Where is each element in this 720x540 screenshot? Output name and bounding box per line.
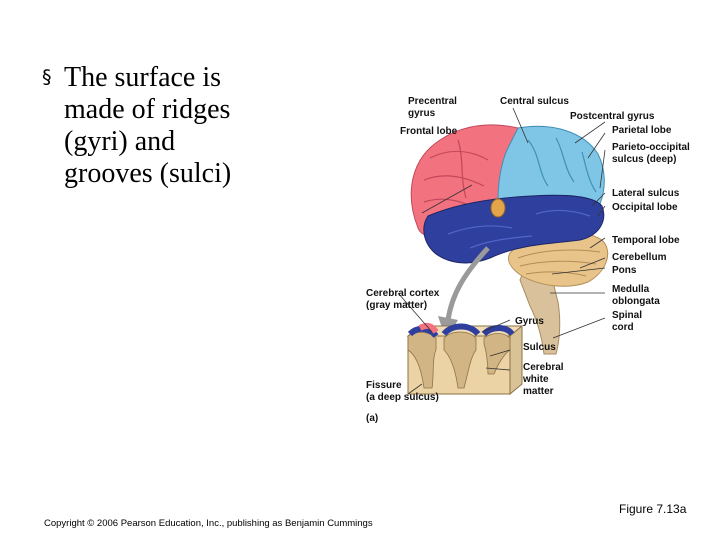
label-cerebral-white-matter: Cerebral white matter [523,362,564,398]
label-cerebral-cortex: Cerebral cortex (gray matter) [366,288,439,312]
label-parieto-occipital-line2: sulcus (deep) [612,154,677,165]
label-parietal-lobe: Parietal lobe [612,125,672,136]
label-lateral-sulcus: Lateral sulcus [612,188,680,199]
label-temporal-lobe: Temporal lobe [612,235,680,246]
label-fissure: Fissure (a deep sulcus) [366,380,439,404]
label-frontal-lobe: Frontal lobe [400,126,458,137]
label-panel-a: (a) [366,413,379,424]
label-medulla-line1: Medulla [612,284,650,295]
label-pons: Pons [612,265,637,276]
label-gyrus: Gyrus [515,316,544,327]
label-spinal-cord: Spinal cord [612,310,642,334]
copyright-notice: Copyright © 2006 Pearson Education, Inc.… [44,518,373,529]
label-fissure-line1: Fissure [366,380,402,391]
bullet-line-3: (gyri) and [64,126,176,157]
bullet-item: § The surface is made of ridges (gyri) a… [42,62,292,190]
label-white-matter-line3: matter [523,386,554,397]
bullet-line-2: made of ridges [64,94,231,125]
bullet-line-4: grooves (sulci) [64,158,232,189]
arrow-shaft [445,246,490,321]
label-cerebral-cortex-line1: Cerebral cortex [366,288,440,299]
brain-illustration [397,107,609,396]
bullet-marker: § [42,66,52,88]
label-parieto-occipital-sulcus: Parieto-occipital sulcus (deep) [612,142,690,166]
label-cerebellum: Cerebellum [612,252,667,263]
label-white-matter-line2: white [523,374,549,385]
label-white-matter-line1: Cerebral [523,362,564,373]
label-fissure-line2: (a deep sulcus) [366,392,439,403]
label-central-sulcus: Central sulcus [500,96,569,107]
label-sulcus: Sulcus [523,342,556,353]
label-medulla-oblongata: Medulla oblongata [612,284,660,308]
label-spinal-cord-line1: Spinal [612,310,643,321]
occipital-temporal-shape [423,194,605,264]
bullet-text: The surface is made of ridges (gyri) and… [64,62,292,190]
parietal-lobe-shape [497,125,605,205]
brain-figure: Precentral gyrus Frontal lobe Central su… [360,88,700,433]
label-precentral-gyrus-line1: Precentral [408,96,457,107]
label-medulla-line2: oblongata [612,296,660,307]
figure-reference: Figure 7.13a [619,502,687,516]
cortex-block-side [509,324,523,396]
label-precentral-gyrus: Precentral gyrus [408,96,457,120]
bullet-line-1: The surface is [64,62,222,93]
label-precentral-gyrus-line2: gyrus [408,108,436,119]
label-cerebral-cortex-line2: (gray matter) [366,300,428,311]
label-postcentral-gyrus: Postcentral gyrus [570,111,655,122]
label-parieto-occipital-line1: Parieto-occipital [612,142,690,153]
label-occipital-lobe: Occipital lobe [612,202,678,213]
label-spinal-cord-line2: cord [612,322,634,333]
lateral-sulcus-mark [490,198,506,218]
gray-matter-layer [407,331,511,389]
gyri-surface-red [418,322,439,334]
